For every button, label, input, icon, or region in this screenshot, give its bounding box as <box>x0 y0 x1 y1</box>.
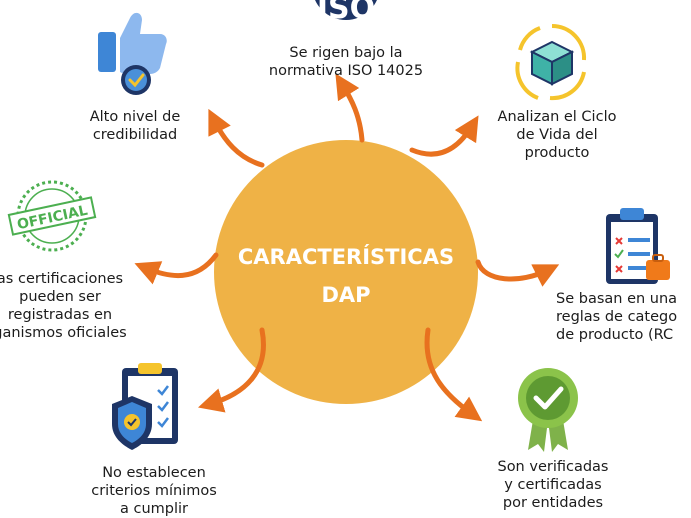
label-iso: Se rigen bajo la normativa ISO 14025 <box>268 45 424 79</box>
label-reglas: Se basan en una reglas de catego de prod… <box>556 291 678 343</box>
arrow-to-credibilidad <box>208 108 265 168</box>
thumbs-up-check-icon <box>98 12 167 95</box>
arrow-to-ciclo-vida <box>409 115 479 157</box>
center-circle <box>214 140 478 404</box>
arrow-to-criterios <box>198 327 266 413</box>
iso-logo-text: ISO <box>317 0 375 26</box>
arrow-to-iso <box>335 73 365 143</box>
official-stamp-icon: OFFICIAL <box>7 180 97 252</box>
label-ciclo-vida: Analizan el Ciclo de Vida del producto <box>497 109 617 161</box>
arrow-to-certificaciones <box>134 252 219 285</box>
center-title: CARACTERÍSTICAS DAP <box>216 238 476 314</box>
label-certificaciones: as certificaciones pueden ser registrada… <box>0 271 127 341</box>
clipboard-shield-icon <box>112 363 178 450</box>
arrow-to-reglas <box>475 259 560 287</box>
center-title-line1: CARACTERÍSTICAS <box>237 245 455 269</box>
label-verificadas: Son verificadas y certificadas por entid… <box>497 459 609 511</box>
center-title-line2: DAP <box>321 283 371 307</box>
arrow-to-verificadas <box>424 327 483 422</box>
checklist-clipboard-icon <box>606 208 670 284</box>
award-badge-icon <box>518 368 578 452</box>
label-criterios: No establecen criterios mínimos a cumpli… <box>91 465 217 517</box>
recycle-box-icon <box>515 23 587 101</box>
label-credibilidad: Alto nivel de credibilidad <box>89 109 181 143</box>
iso-logo-icon: ISO <box>315 0 377 26</box>
